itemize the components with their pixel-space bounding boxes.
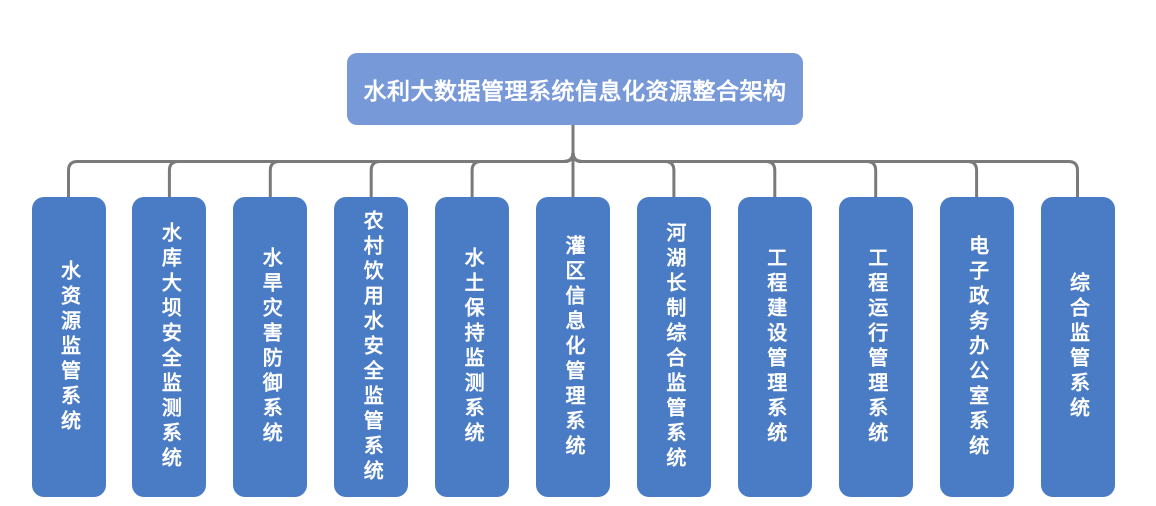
connector-branch-6	[571, 125, 676, 197]
connector-branch-3	[369, 125, 575, 197]
diagram-title: 水利大数据管理系统信息化资源整合架构	[363, 78, 787, 104]
node-flood-drought-disaster-defense: 水旱灾害防御系统	[233, 197, 308, 497]
root-node-title-box: 水利大数据管理系统信息化资源整合架构	[347, 53, 803, 125]
node-reservoir-dam-safety-monitoring: 水库大坝安全监测系统	[132, 197, 207, 497]
node-label: 水库大坝安全监测系统	[158, 222, 181, 472]
node-label: 灌区信息化管理系统	[562, 234, 584, 460]
node-label: 水土保持监测系统	[461, 247, 484, 447]
node-label: 河湖长制综合监管系统	[662, 222, 685, 472]
node-label: 水资源监管系统	[57, 259, 80, 435]
connector-branch-7	[571, 125, 777, 197]
node-e-government-office: 电子政务办公室系统	[939, 197, 1014, 497]
connector-branch-0	[67, 125, 575, 197]
node-label: 电子政务办公室系统	[965, 234, 988, 460]
connector-branch-9	[571, 125, 979, 197]
connector-branch-1	[167, 125, 575, 197]
node-project-operation-management: 工程运行管理系统	[838, 197, 913, 497]
node-soil-water-conservation-monitoring: 水土保持监测系统	[435, 197, 510, 497]
node-label: 综合监管系统	[1066, 272, 1089, 422]
node-rural-drinking-water-safety-supervision: 农村饮用水安全监管系统	[334, 197, 409, 497]
node-label: 工程建设管理系统	[763, 247, 786, 447]
node-label: 水旱灾害防御系统	[259, 247, 282, 447]
connector-branch-4	[470, 125, 575, 197]
connector-branch-10	[571, 125, 1079, 197]
node-water-resources-supervision: 水资源监管系统	[31, 197, 106, 497]
connector-branch-2	[268, 125, 575, 197]
connector-branch-8	[571, 125, 878, 197]
node-irrigation-district-information-management: 灌区信息化管理系统	[536, 197, 610, 497]
node-comprehensive-supervision: 综合监管系统	[1040, 197, 1115, 497]
node-label: 工程运行管理系统	[864, 247, 887, 447]
node-label: 农村饮用水安全监管系统	[360, 209, 383, 485]
node-project-construction-management: 工程建设管理系统	[737, 197, 812, 497]
node-river-lake-chief-comprehensive-supervision: 河湖长制综合监管系统	[636, 197, 711, 497]
